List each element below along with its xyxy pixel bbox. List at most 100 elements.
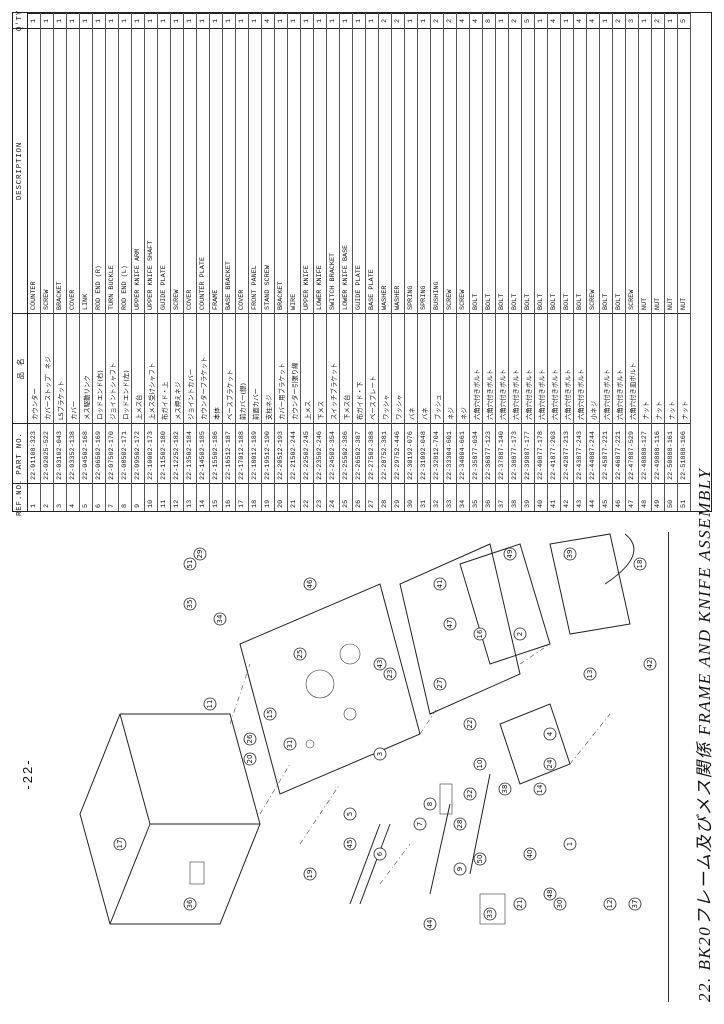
cell-name: ナット <box>652 313 664 423</box>
cell-desc: SCREW <box>171 28 183 313</box>
cell-name: 六角穴付きボルト <box>496 313 508 423</box>
cell-ref: 12 <box>171 483 183 511</box>
front-cover-drawing <box>79 713 261 925</box>
cell-ref: 19 <box>262 483 274 511</box>
callout-20: 20 <box>243 752 257 766</box>
cell-part: 22-33304-601 <box>444 423 456 483</box>
callout-38: 38 <box>498 782 512 796</box>
svg-text:5: 5 <box>346 812 354 816</box>
cell-qty: 8 <box>483 13 495 28</box>
cell-ref: 18 <box>249 483 261 511</box>
svg-text:20: 20 <box>246 755 254 764</box>
cell-qty: 1 <box>249 13 261 28</box>
cell-desc: TURN BUCKLE <box>106 28 118 313</box>
cell-desc: FRONT PANEL <box>249 28 261 313</box>
cell-part: 22-11502-180 <box>158 423 170 483</box>
cell-name: ワッシャ <box>379 313 391 423</box>
callout-50: 50 <box>473 852 487 866</box>
cell-ref: 14 <box>197 483 209 511</box>
callout-12: 12 <box>603 897 617 911</box>
cell-part: 22-09502-172 <box>132 423 144 483</box>
cell-desc: UPPER KNIFE ARM <box>132 28 144 313</box>
svg-text:50: 50 <box>476 855 484 864</box>
cell-part: 22-30192-076 <box>405 423 417 483</box>
callout-18: 18 <box>633 557 647 571</box>
callout-40: 40 <box>523 847 537 861</box>
callout-47: 47 <box>443 617 457 631</box>
cell-ref: 38 <box>509 483 521 511</box>
svg-text:45: 45 <box>346 840 354 849</box>
cell-desc: BOLT <box>509 28 521 313</box>
header-desc: DESCRIPTION <box>13 28 27 313</box>
cell-name: メス駆動リンク <box>80 313 92 423</box>
cell-ref: 5 <box>80 483 92 511</box>
cell-part: 22-02025-522 <box>41 423 53 483</box>
callout-34: 34 <box>213 612 227 626</box>
cell-name: メス押えネジ <box>171 313 183 423</box>
callout-30: 30 <box>553 897 567 911</box>
svg-text:41: 41 <box>436 580 444 589</box>
cell-desc: WASHER <box>392 28 404 313</box>
callout-10: 10 <box>473 757 487 771</box>
cell-name: 六角穴付きボルト <box>483 313 495 423</box>
cell-desc: SPRING <box>418 28 430 313</box>
cell-desc: STAND SCREW <box>262 28 274 313</box>
callout-44: 44 <box>423 917 437 931</box>
cell-qty: 1 <box>67 13 79 28</box>
cell-name: 前面カバー <box>249 313 261 423</box>
cell-ref: 47 <box>626 483 638 511</box>
title-underline <box>668 532 669 1002</box>
cell-ref: 30 <box>405 483 417 511</box>
cell-part: 22-38877-173 <box>509 423 521 483</box>
cell-name: 布ガイド・上 <box>158 313 170 423</box>
cell-ref: 51 <box>678 483 690 511</box>
svg-text:29: 29 <box>196 550 204 559</box>
cell-desc: LOWER KNIFE <box>314 28 326 313</box>
callout-33: 33 <box>483 907 497 921</box>
cell-ref: 40 <box>535 483 547 511</box>
cell-part: 22-22502-245 <box>301 423 313 483</box>
cell-name: カバー <box>67 313 79 423</box>
cell-desc: BOLT <box>561 28 573 313</box>
cell-name: 上メス受けシャフト <box>145 313 157 423</box>
svg-text:28: 28 <box>456 820 464 829</box>
svg-text:46: 46 <box>306 579 314 588</box>
cell-desc: COVER <box>236 28 248 313</box>
cell-ref: 44 <box>587 483 599 511</box>
cell-name: カバーストップ゜ネジ <box>41 313 53 423</box>
svg-text:21: 21 <box>516 900 524 909</box>
cell-qty: 1 <box>132 13 144 28</box>
cell-name: 六角穴付きボルト <box>561 313 573 423</box>
cell-ref: 45 <box>600 483 612 511</box>
page-title: 22. BK20フレーム及びメス関係 FRAME AND KNIFE ASSEM… <box>695 467 714 1002</box>
header-ref: REF.NO. <box>13 479 27 516</box>
cell-ref: 11 <box>158 483 170 511</box>
cell-ref: 17 <box>236 483 248 511</box>
cell-qty: 1 <box>405 13 417 28</box>
svg-text:40: 40 <box>526 850 534 859</box>
svg-text:51: 51 <box>186 560 194 569</box>
cell-qty: 1 <box>327 13 339 28</box>
cell-part: 22-26502-387 <box>353 423 365 483</box>
cell-part: 22-37887-140 <box>496 423 508 483</box>
cell-part: 22-18012-189 <box>249 423 261 483</box>
callout-21: 21 <box>513 897 527 911</box>
cell-qty: 1 <box>340 13 352 28</box>
cell-qty: 1 <box>184 13 196 28</box>
cell-desc: SCREW <box>587 28 599 313</box>
cell-desc: SCREW <box>626 28 638 313</box>
cell-qty: 1 <box>93 13 105 28</box>
cell-ref: 34 <box>457 483 469 511</box>
cell-ref: 32 <box>431 483 443 511</box>
